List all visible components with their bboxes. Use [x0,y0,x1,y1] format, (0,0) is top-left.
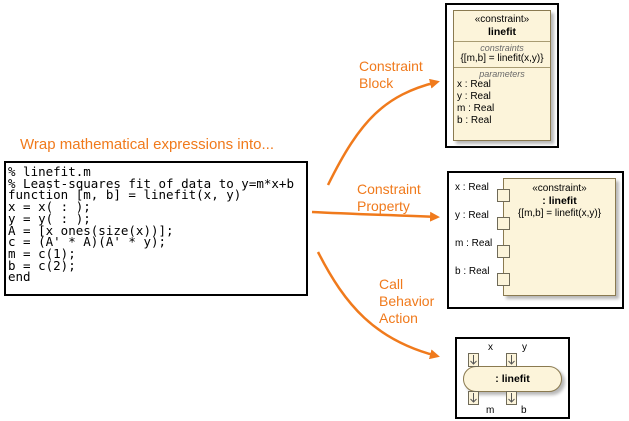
property-name: : linefit [542,195,577,207]
label-constraint-block: Constraint Block [359,58,423,92]
pin-label-m: m [486,405,495,416]
arrow-to-constraint-block [326,78,440,186]
code-line: b = c(2); [8,257,76,273]
pin-label-x: x [488,342,493,353]
label-line: Action [379,310,418,326]
port-label: x : Real [455,182,489,193]
code-line: x = x( : ); [8,199,91,215]
constraint-expression: {[m,b] = linefit(x,y)} [460,53,544,64]
label-line: Constraint [357,181,421,197]
parameter: m : Real [457,103,495,114]
port-x[interactable] [497,189,510,202]
label-line: Block [359,75,394,91]
constraint-block-frame: «constraint» linefit constraints {[m,b] … [445,3,559,148]
constraints-compartment-title: constraints [480,43,524,53]
constraint-property-frame: «constraint» : linefit {[m,b] = linefit(… [447,171,624,309]
port-label: y : Real [455,210,489,221]
divider [454,67,550,68]
arrow-to-constraint-property [311,210,440,222]
pin-label-b: b [521,405,527,416]
parameter: y : Real [457,91,491,102]
code-line: end [8,269,31,285]
code-box: % linefit.m % Least-squares fit of data … [4,161,308,296]
code-line: A = [x ones(size(x))]; [8,222,174,238]
code-line: % linefit.m [8,164,91,179]
constraint-block[interactable]: «constraint» linefit constraints {[m,b] … [453,10,551,141]
pin-arrows [470,355,515,403]
port-m[interactable] [497,245,510,258]
code-line: % Least-squares fit of data to y=m*x+b [8,175,294,191]
code-line: c = (A' * A)(A' * y); [8,234,167,250]
parameter: x : Real [457,79,491,90]
label-line: Behavior [379,293,435,309]
block-name: linefit [488,26,516,38]
port-label: b : Real [455,266,490,277]
port-b[interactable] [497,273,510,286]
property-constraint: {[m,b] = linefit(x,y)} [517,208,602,219]
label-line: Constraint [359,58,423,74]
code-line: m = c(1); [8,245,76,261]
call-action-frame: x y : linefit m b [455,337,570,419]
action-name: : linefit [495,373,530,385]
parameters-compartment-title: parameters [479,69,525,79]
code-line: y = y( : ); [8,210,91,226]
label-call-behavior-action: Call Behavior Action [379,276,434,327]
port-label: m : Real [455,238,493,249]
block-stereotype: «constraint» [474,14,530,25]
pin-label-y: y [522,342,527,353]
label-line: Call [379,276,404,292]
label-line: Property [357,198,410,214]
parameter: b : Real [457,115,492,126]
heading: Wrap mathematical expressions into... [20,136,274,153]
code-line: function [m, b] = linefit(x, y) [8,187,242,203]
port-y[interactable] [497,217,510,230]
arrow-to-call-action [316,251,440,360]
label-constraint-property: Constraint Property [357,181,421,215]
property-stereotype: «constraint» [532,183,587,194]
constraint-property[interactable]: «constraint» : linefit {[m,b] = linefit(… [503,178,616,296]
divider [454,41,550,42]
